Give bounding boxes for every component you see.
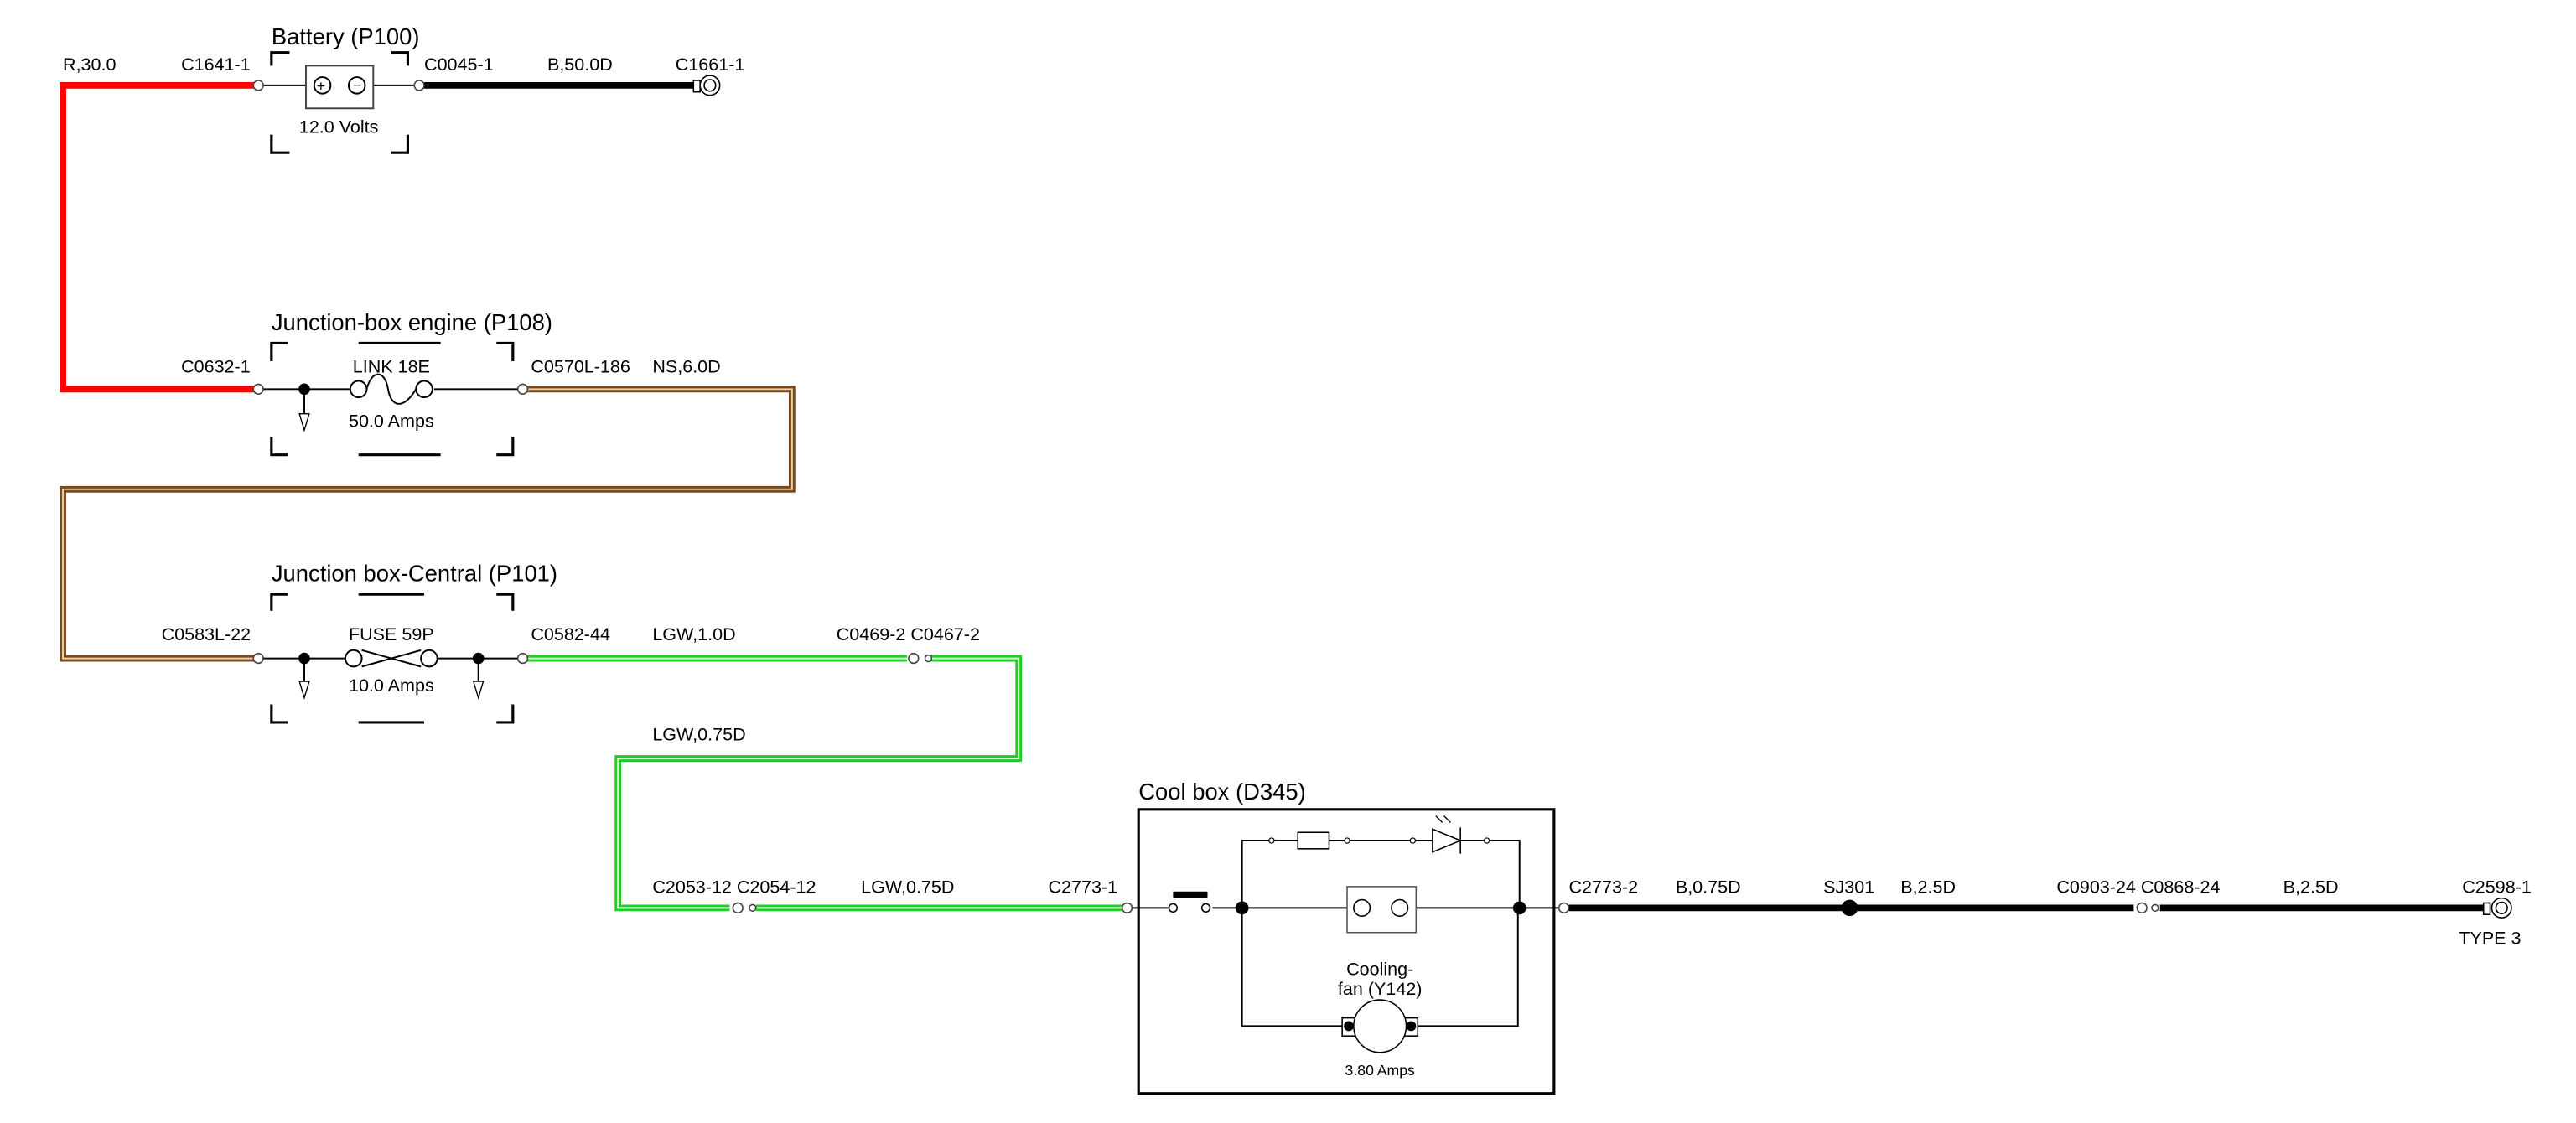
junction-central-title: Junction box-Central (P101) [272, 561, 557, 587]
fuse-name: FUSE 59P [349, 624, 434, 644]
connector-label: C1661-1 [676, 54, 745, 75]
connector-label: C0570L-186 [531, 357, 630, 377]
fan-rating: 3.80 Amps [1345, 1062, 1415, 1079]
fan-label: fan (Y142) [1338, 979, 1423, 999]
fusible-link-icon [349, 373, 433, 405]
connector-label: C0583L-22 [162, 624, 251, 644]
connector-label: C0903-24 C0868-24 [2056, 877, 2220, 898]
connector-label: C0582-44 [531, 624, 610, 644]
battery-rating: 12.0 Volts [299, 117, 379, 137]
led-icon [1409, 815, 1490, 854]
wire-label: B,2.5D [2283, 877, 2339, 898]
wire-label-red: R,30.0 [63, 54, 116, 75]
connector-label: C0045-1 [424, 54, 494, 75]
connector-label: C2773-1 [1048, 877, 1117, 898]
battery-title: Battery (P100) [272, 23, 420, 49]
fuse-rating: 10.0 Amps [349, 675, 434, 696]
connector-c1641[interactable] [252, 80, 264, 91]
wire-label: LGW,0.75D [861, 877, 954, 898]
connector-c0868[interactable] [2151, 903, 2159, 913]
wire-brown[interactable] [60, 386, 796, 662]
fuse-icon [345, 649, 438, 668]
connector-c0570[interactable] [516, 383, 529, 395]
svg-text:−: − [353, 77, 361, 94]
relay-icon [1346, 886, 1418, 934]
connector-c0583[interactable] [252, 652, 264, 665]
wire-label: LGW,1.0D [652, 624, 735, 644]
connector-c0045[interactable] [413, 80, 425, 91]
connector-c0632[interactable] [252, 383, 264, 395]
connector-label: C0632-1 [181, 357, 251, 377]
connector-c2054[interactable] [749, 903, 757, 913]
wire-green[interactable] [526, 655, 1122, 912]
connector-c0903[interactable] [2136, 902, 2148, 914]
fuse-name: LINK 18E [353, 357, 430, 377]
connector-c2773-2[interactable] [1558, 902, 1570, 914]
fan-label: Cooling- [1346, 960, 1413, 980]
wire-label: B,0.75D [1676, 877, 1741, 898]
cool-box-frame [1137, 808, 1556, 1095]
connector-label: C2773-2 [1569, 877, 1639, 898]
wire-label: B,2.5D [1900, 877, 1956, 898]
battery-symbol [305, 65, 375, 110]
connector-c2773-1[interactable] [1121, 902, 1133, 914]
resistor-icon [1268, 831, 1350, 850]
ring-terminal-icon[interactable] [2482, 897, 2512, 919]
connector-label: C2053-12 C2054-12 [652, 877, 816, 898]
terminal-type-label: TYPE 3 [2459, 928, 2521, 948]
svg-text:+: + [317, 78, 325, 95]
connector-c0582[interactable] [516, 652, 529, 665]
connector-c2053[interactable] [732, 902, 744, 914]
connector-c0469[interactable] [908, 652, 920, 665]
connector-label: C0469-2 C0467-2 [837, 624, 980, 644]
connector-label: C1641-1 [181, 54, 251, 75]
wire-label: B,50.0D [547, 54, 613, 75]
wire-red[interactable] [60, 81, 259, 393]
ring-terminal-icon[interactable] [692, 75, 721, 96]
cool-box-title: Cool box (D345) [1138, 779, 1306, 805]
connector-c0467[interactable] [924, 654, 933, 663]
wire-label: NS,6.0D [652, 357, 720, 377]
junction-engine-title: Junction-box engine (P108) [272, 309, 552, 335]
fan-motor-icon [1341, 999, 1419, 1053]
splice-sj301[interactable] [1841, 899, 1858, 917]
switch-icon [1168, 891, 1211, 913]
battery-bracket [270, 51, 410, 154]
splice-label: SJ301 [1823, 877, 1874, 898]
connector-label: C2598-1 [2462, 877, 2532, 898]
fuse-rating: 50.0 Amps [349, 411, 434, 431]
wire-label: LGW,0.75D [652, 725, 745, 745]
